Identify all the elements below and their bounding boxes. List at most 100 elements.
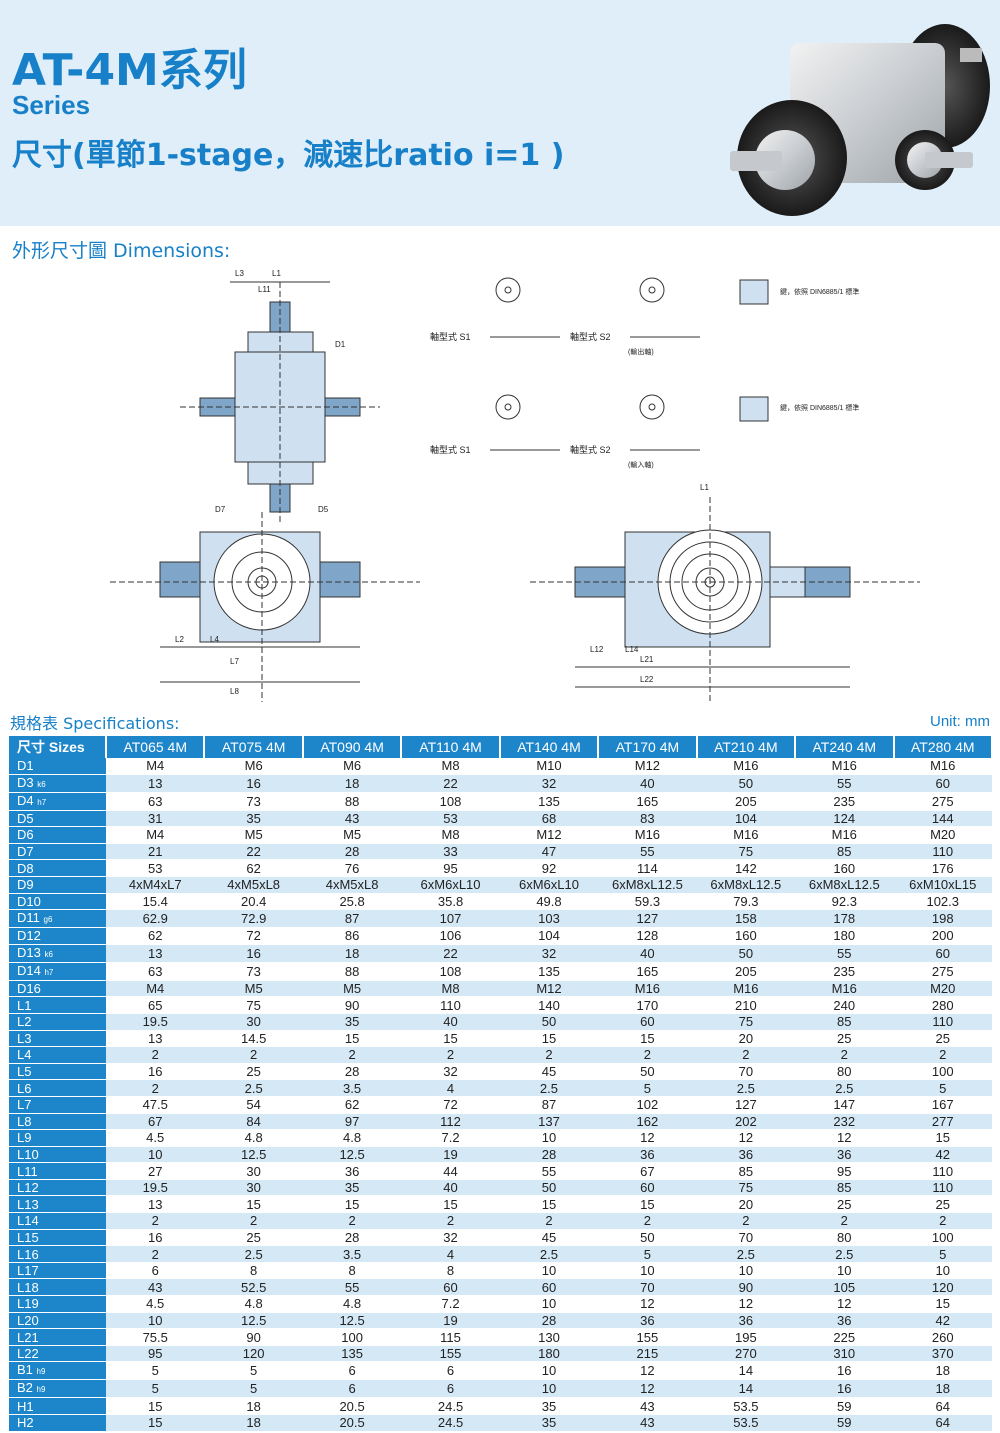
table-cell: 35 — [499, 1414, 599, 1432]
table-cell: 10 — [598, 1262, 697, 1280]
row-header-name: L1 — [17, 997, 32, 1013]
table-cell: 30 — [204, 1179, 303, 1197]
table-cell: 45 — [499, 1063, 599, 1081]
row-header-name: L17 — [17, 1263, 39, 1279]
table-cell: 205 — [696, 792, 796, 811]
row-header-name: L5 — [17, 1064, 32, 1080]
table-cell: 35.8 — [401, 893, 500, 911]
table-cell: 115 — [401, 1328, 500, 1346]
unit-label: Unit: mm — [930, 713, 990, 730]
table-cell: 20 — [696, 1195, 796, 1214]
table-cell: 103 — [499, 909, 599, 929]
table-cell: 127 — [598, 909, 697, 929]
table-cell: 277 — [893, 1113, 992, 1131]
row-header-tolerance: g6 — [43, 915, 53, 925]
row-header: L9 — [9, 1129, 106, 1147]
table-cell: 10 — [499, 1361, 599, 1381]
table-cell: 73 — [204, 792, 303, 811]
table-cell: 15 — [893, 1295, 992, 1313]
row-header: L15 — [9, 1229, 106, 1247]
table-cell: 19 — [401, 1312, 500, 1330]
row-header: D14 h7 — [9, 962, 106, 981]
table-cell: 16 — [795, 1379, 894, 1399]
table-cell: 22 — [204, 843, 303, 861]
table-cell: 64 — [893, 1397, 992, 1415]
table-cell: 108 — [401, 962, 500, 981]
table-cell: 12 — [598, 1295, 697, 1313]
table-cell: 2 — [499, 1046, 599, 1064]
table-cell: 4.8 — [302, 1129, 402, 1147]
table-cell: 2 — [893, 1212, 992, 1230]
table-cell: 128 — [598, 927, 697, 945]
table-cell: 15 — [302, 1195, 402, 1214]
table-cell: 40 — [598, 774, 697, 793]
table-cell: 28 — [302, 843, 402, 861]
table-cell: 10 — [106, 1312, 205, 1330]
row-header-name: L10 — [17, 1146, 39, 1162]
table-cell: 36 — [696, 1146, 796, 1164]
table-cell: 85 — [795, 1179, 894, 1197]
table-cell: M8 — [401, 758, 500, 775]
row-header: D1 — [9, 758, 106, 775]
table-cell: M5 — [302, 826, 402, 844]
table-cell: 107 — [401, 909, 500, 929]
table-cell: 67 — [106, 1113, 205, 1131]
row-header-name: D13 — [17, 944, 41, 960]
row-header-name: D1 — [17, 758, 34, 774]
table-cell: 25.8 — [302, 893, 402, 911]
table-cell: 4.5 — [106, 1129, 205, 1147]
table-cell: 16 — [204, 944, 303, 963]
table-cell: 114 — [598, 859, 697, 877]
table-cell: 90 — [204, 1328, 303, 1346]
table-cell: 370 — [893, 1345, 992, 1363]
table-cell: 12 — [795, 1129, 894, 1147]
label-l2: L2 — [175, 635, 184, 644]
label-l8: L8 — [230, 687, 239, 696]
row-header-tolerance: h9 — [36, 1367, 46, 1377]
table-cell: 8 — [302, 1262, 402, 1280]
table-cell: 20 — [696, 1030, 796, 1048]
row-header: L2 — [9, 1013, 106, 1031]
table-cell: 92.3 — [795, 893, 894, 911]
table-cell: 6xM8xL12.5 — [696, 876, 796, 894]
table-cell: M16 — [795, 826, 894, 844]
table-cell: 120 — [204, 1345, 303, 1363]
table-cell: 36 — [598, 1146, 697, 1164]
row-header: B1 h9 — [9, 1361, 106, 1381]
table-cell: 15 — [893, 1129, 992, 1147]
row-header-name: D5 — [17, 810, 34, 826]
page-subtitle: 尺寸(單節1-stage，減速比ratio i=1 ) — [12, 138, 565, 173]
table-cell: 14.5 — [204, 1030, 303, 1048]
table-cell: 70 — [696, 1063, 796, 1081]
row-header: L5 — [9, 1063, 106, 1081]
table-cell: 170 — [598, 996, 697, 1014]
table-cell: 60 — [893, 944, 992, 963]
table-cell: 32 — [401, 1229, 500, 1247]
table-cell: 18 — [893, 1379, 992, 1399]
model-header: AT240 4M — [795, 736, 895, 758]
table-cell: 110 — [893, 1162, 992, 1180]
model-header: AT140 4M — [499, 736, 600, 758]
table-cell: 13 — [106, 1030, 205, 1048]
row-header-name: L14 — [17, 1213, 39, 1229]
table-cell: 50 — [598, 1229, 697, 1247]
table-cell: 84 — [204, 1113, 303, 1131]
table-cell: 36 — [795, 1312, 894, 1330]
table-cell: 198 — [893, 909, 992, 929]
table-cell: 6xM10xL15 — [893, 876, 992, 894]
table-cell: 14 — [696, 1361, 796, 1381]
table-cell: 210 — [696, 996, 796, 1014]
label-l1: L1 — [272, 269, 281, 278]
table-cell: 60 — [893, 774, 992, 793]
table-cell: 83 — [598, 810, 697, 828]
row-header: D4 h7 — [9, 792, 106, 811]
table-cell: 2.5 — [204, 1079, 303, 1097]
table-cell: 35 — [302, 1013, 402, 1031]
